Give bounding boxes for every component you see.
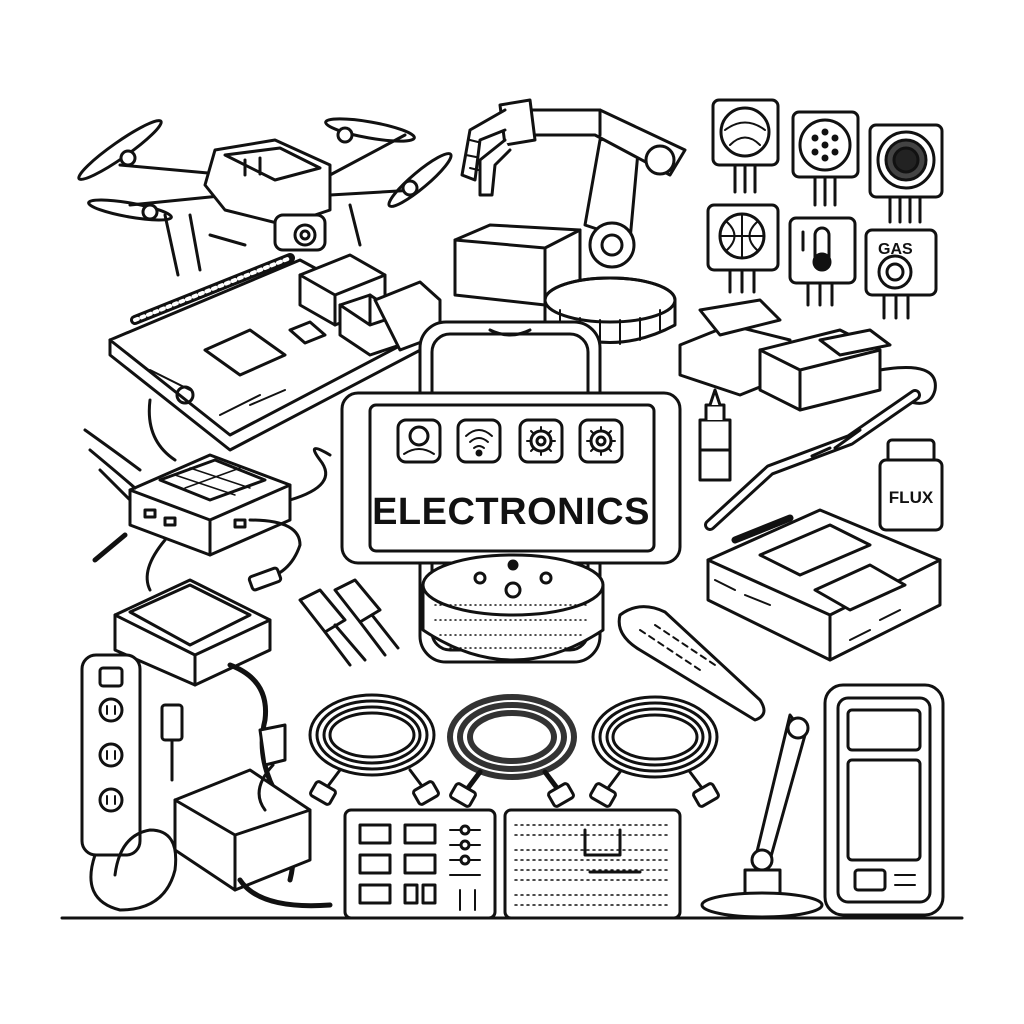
drone-icon [77, 117, 453, 277]
phone-teardown-icon [823, 683, 945, 917]
circuit-board-icon [343, 808, 497, 920]
flux-jar-label: FLUX [889, 488, 934, 507]
app-icon-row [396, 418, 624, 464]
desk-lamp-icon [617, 605, 824, 919]
illustration-title: ELECTRONICS [372, 491, 650, 533]
single-board-computer-icon [108, 253, 442, 452]
sensor-modules-icon: GAS [706, 98, 944, 320]
breadboard-icon [503, 808, 682, 920]
power-strip-icon [80, 653, 184, 912]
smart-speaker-icon [421, 553, 605, 662]
usb-hub-icon [83, 398, 332, 592]
board-in-case-icon [706, 508, 942, 662]
tablet-icon [340, 391, 682, 565]
ethernet-cables-icon [308, 693, 720, 808]
soldering-tools-icon: FLUX [678, 298, 944, 532]
gas-sensor-label: GAS [878, 241, 913, 258]
usb-connectors-icon [298, 578, 400, 667]
power-adapter-icon [173, 723, 333, 909]
robot-arm-icon [453, 98, 687, 345]
